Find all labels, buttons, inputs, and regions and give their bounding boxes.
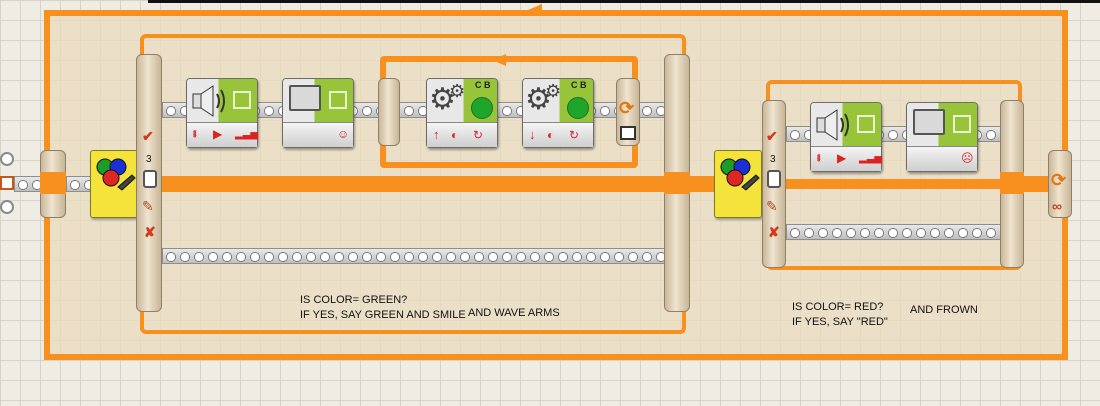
speaker-icon <box>816 109 849 141</box>
sequence-beam-a <box>66 176 92 192</box>
switch-1-case-count: 3 <box>146 154 152 165</box>
power-icon: ◐ <box>451 128 459 142</box>
switch-2-sequence-orange <box>786 179 1002 189</box>
switch-1-true-check-icon: ✔ <box>142 128 154 144</box>
gear-icon: ⚙ <box>545 81 562 101</box>
upload-icon <box>233 91 251 109</box>
display-block-2[interactable]: ☹ <box>906 102 978 172</box>
power-icon: ◐ <box>547 128 555 142</box>
switch-1-selector-icon <box>143 170 157 188</box>
upload-icon <box>329 91 347 109</box>
color-sensor-icon <box>720 158 760 191</box>
gear-icon: ⚙ <box>429 83 456 116</box>
speaker-icon <box>192 85 225 117</box>
color-sensor-icon <box>96 158 136 191</box>
play-icon: ▶ <box>837 151 847 165</box>
loop-direction-arrow <box>528 4 542 16</box>
comment-red-line1: IS COLOR= RED? <box>792 301 884 313</box>
upload-icon <box>953 115 971 133</box>
gear-icon: ⚙ <box>525 83 552 116</box>
switch-1-sensor-icon: ✎ <box>142 198 154 214</box>
comment-green-line2: IF YES, SAY GREEN AND SMILE <box>300 309 466 321</box>
switch-2-true-check-icon: ✔ <box>766 128 778 144</box>
smile-icon: ☺ <box>337 127 350 141</box>
switch-1-left-post[interactable] <box>136 54 162 312</box>
play-icon: ▶ <box>213 127 223 141</box>
motor-status-icon <box>471 97 493 119</box>
switch-2-false-lane <box>786 224 1002 240</box>
upload-icon <box>857 115 875 133</box>
sound-wave-icon: ⧛ <box>193 129 197 140</box>
inner-loop-repeat-icon: ⟳ <box>619 98 635 118</box>
switch-1-false-x-icon: ✘ <box>144 224 156 240</box>
switch-2-right-post-band <box>1000 172 1024 194</box>
switch-1-right-post-band <box>664 172 690 194</box>
color-sensor-block-1[interactable] <box>90 150 138 218</box>
motor-block-2[interactable]: C B ⚙ ⚙ ↓ ◐ ↻ <box>522 78 594 148</box>
start-connector-bottom <box>0 200 14 214</box>
loop-end-post[interactable] <box>1048 150 1072 218</box>
color-sensor-block-2[interactable] <box>714 150 762 218</box>
start-connector-top <box>0 152 14 166</box>
volume-icon: ▂▃▅ <box>235 129 259 140</box>
duration-icon: ↻ <box>569 128 580 142</box>
comment-red-line2: IF YES, SAY "RED" <box>792 316 888 328</box>
comment-red-extra: AND FROWN <box>910 304 978 316</box>
sequence-beam-orange-3 <box>1024 176 1050 192</box>
loop-infinite-icon: ∞ <box>1052 198 1062 214</box>
duration-icon: ↻ <box>473 128 484 142</box>
direction-up-icon: ↑ <box>433 127 440 142</box>
display-screen-icon <box>913 109 945 135</box>
direction-down-icon: ↓ <box>529 127 536 142</box>
comment-green-line1: IS COLOR= GREEN? <box>300 294 408 306</box>
gear-icon: ⚙ <box>449 81 466 101</box>
inner-loop-left-post[interactable] <box>378 78 400 146</box>
switch-2-sensor-icon: ✎ <box>766 198 778 214</box>
sound-wave-icon: ⧛ <box>817 153 821 164</box>
sequence-beam-orange-2 <box>690 176 716 192</box>
motor-2-ports: C B <box>571 80 587 90</box>
comment-green-extra: AND WAVE ARMS <box>468 307 560 319</box>
sequence-beam-orange-1 <box>138 176 668 192</box>
switch-1-false-lane <box>162 248 668 264</box>
start-connector-mid[interactable] <box>0 176 14 190</box>
motor-1-ports: C B <box>475 80 491 90</box>
window-top-edge <box>148 0 1100 3</box>
loop-start-post-band <box>40 172 66 194</box>
display-screen-icon <box>289 85 321 111</box>
switch-2-case-count: 3 <box>770 154 776 165</box>
switch-2-frame[interactable] <box>766 80 1022 270</box>
motor-block-1[interactable]: C B ⚙ ⚙ ↑ ◐ ↻ <box>426 78 498 148</box>
switch-2-false-x-icon: ✘ <box>768 224 780 240</box>
motor-status-icon <box>567 97 589 119</box>
loop-repeat-icon: ⟳ <box>1051 170 1067 190</box>
inner-loop-control-icon <box>620 126 636 140</box>
sound-block-2[interactable]: ⧛ ▶ ▂▃▅ <box>810 102 882 172</box>
frown-icon: ☹ <box>961 151 974 165</box>
inner-loop-arrow <box>492 54 506 66</box>
switch-2-selector-icon <box>767 170 781 188</box>
display-block-1[interactable]: ☺ <box>282 78 354 148</box>
inner-loop-frame[interactable] <box>380 56 638 168</box>
sound-block-1[interactable]: ⧛ ▶ ▂▃▅ <box>186 78 258 148</box>
volume-icon: ▂▃▅ <box>859 153 883 164</box>
